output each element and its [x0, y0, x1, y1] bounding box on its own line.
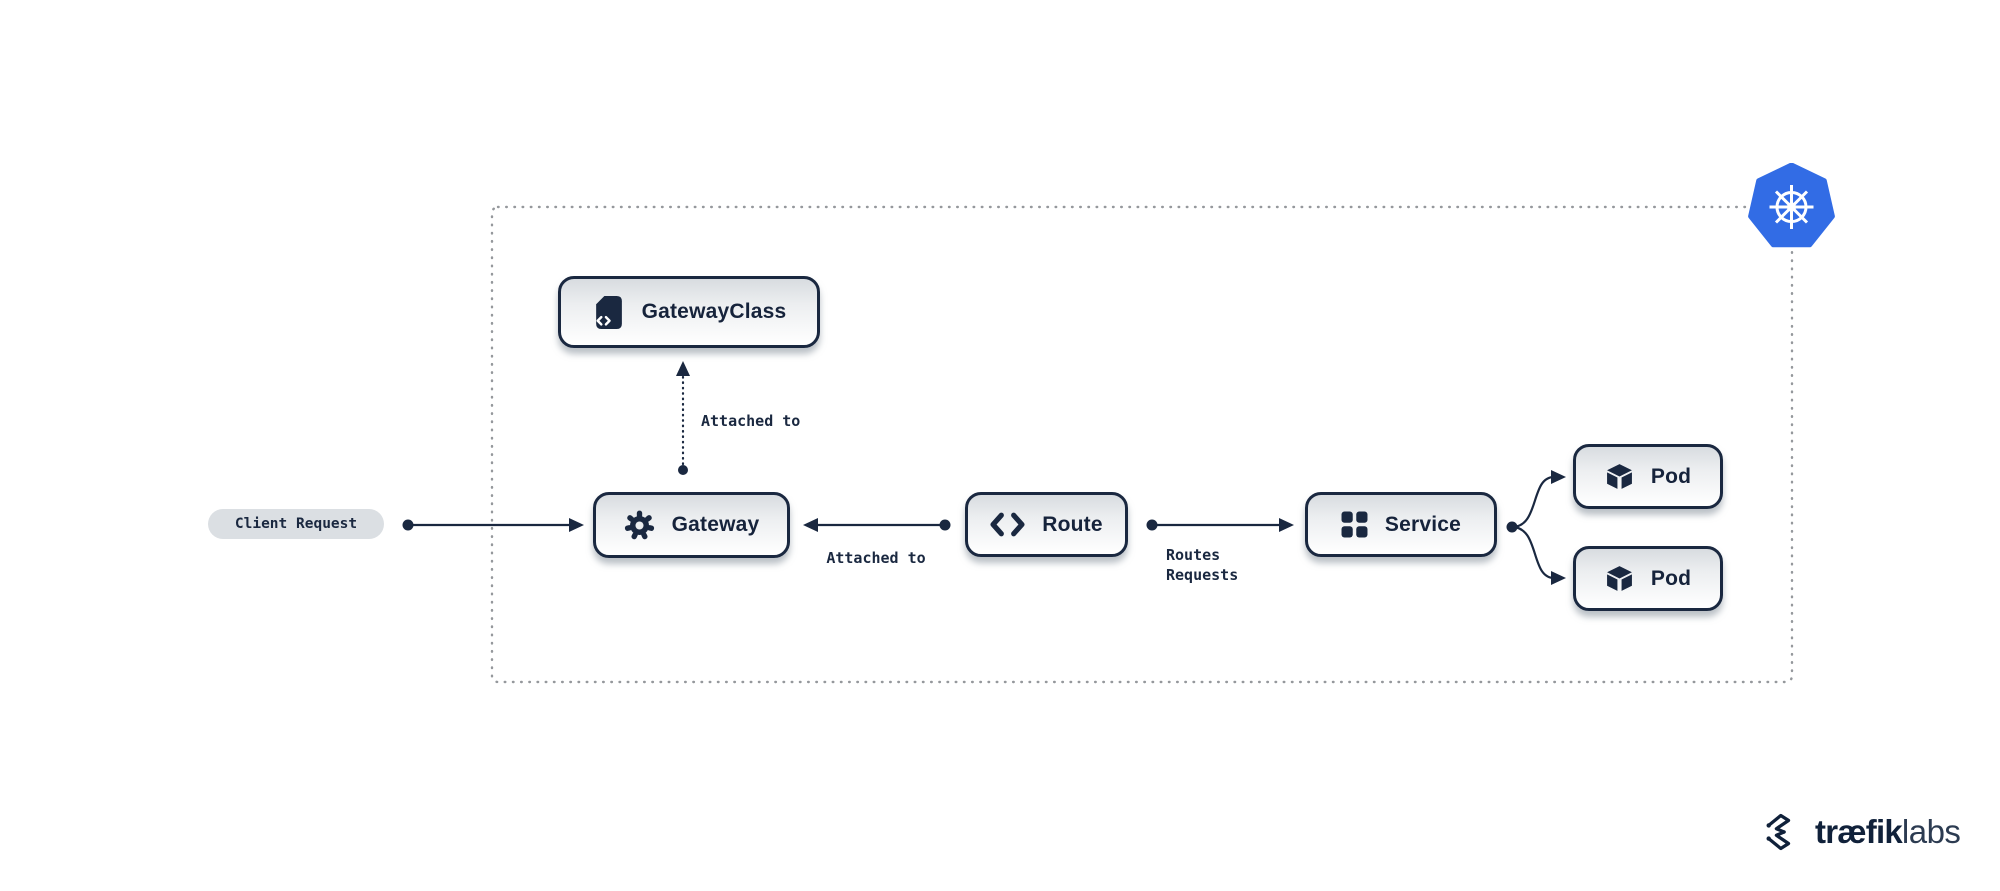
ship-wheel-icon	[1769, 185, 1814, 229]
node-route: Route	[965, 492, 1128, 557]
gatewayclass-label: GatewayClass	[641, 300, 787, 323]
node-service: Service	[1305, 492, 1497, 557]
edge-gateway-to-gatewayclass	[676, 361, 690, 475]
cube-icon	[1606, 464, 1632, 489]
traefik-wordmark: træfiklabs	[1815, 813, 1961, 851]
client-request-label: Client Request	[234, 516, 358, 532]
kubernetes-logo	[1748, 162, 1835, 256]
client-request-badge: Client Request	[208, 509, 384, 539]
edge-service-to-pods	[1506, 470, 1566, 585]
edge-label-attached-to-gateway: Attached to	[826, 549, 926, 567]
arrowhead-right	[569, 518, 584, 532]
cube-icon	[1606, 566, 1632, 591]
arrowhead-right	[1551, 470, 1566, 484]
node-gateway: Gateway	[593, 492, 790, 558]
node-pod-bottom: Pod	[1573, 546, 1723, 611]
traefik-wordmark-bold: træfik	[1815, 813, 1903, 850]
grid-icon	[1341, 511, 1368, 538]
pod-label: Pod	[1650, 566, 1692, 590]
edge-client-to-gateway	[402, 518, 584, 532]
service-label: Service	[1384, 512, 1462, 536]
crd-file-icon	[595, 295, 622, 329]
route-label: Route	[1042, 512, 1103, 536]
cluster-boundary	[490, 205, 1794, 684]
gear-icon	[624, 510, 654, 539]
node-pod-top: Pod	[1573, 444, 1723, 509]
edge-label-routes-requests: Routes Requests	[1166, 546, 1239, 584]
traefik-logo: træfiklabs	[1760, 810, 1961, 854]
traefik-wordmark-light: labs	[1901, 813, 1961, 850]
traefik-mark-icon	[1766, 813, 1791, 851]
arrowhead-right	[1551, 571, 1566, 585]
gateway-label: Gateway	[671, 513, 760, 536]
arrowhead-left	[803, 518, 818, 532]
arrowhead-up	[676, 361, 690, 376]
pod-label: Pod	[1650, 464, 1692, 488]
arrowhead-right	[1279, 518, 1294, 532]
edge-route-to-service	[1146, 518, 1294, 532]
node-gatewayclass: GatewayClass	[558, 276, 820, 348]
edge-label-attached-to-gatewayclass: Attached to	[701, 412, 801, 430]
code-brackets-icon	[990, 512, 1025, 537]
edge-route-to-gateway	[803, 518, 951, 532]
